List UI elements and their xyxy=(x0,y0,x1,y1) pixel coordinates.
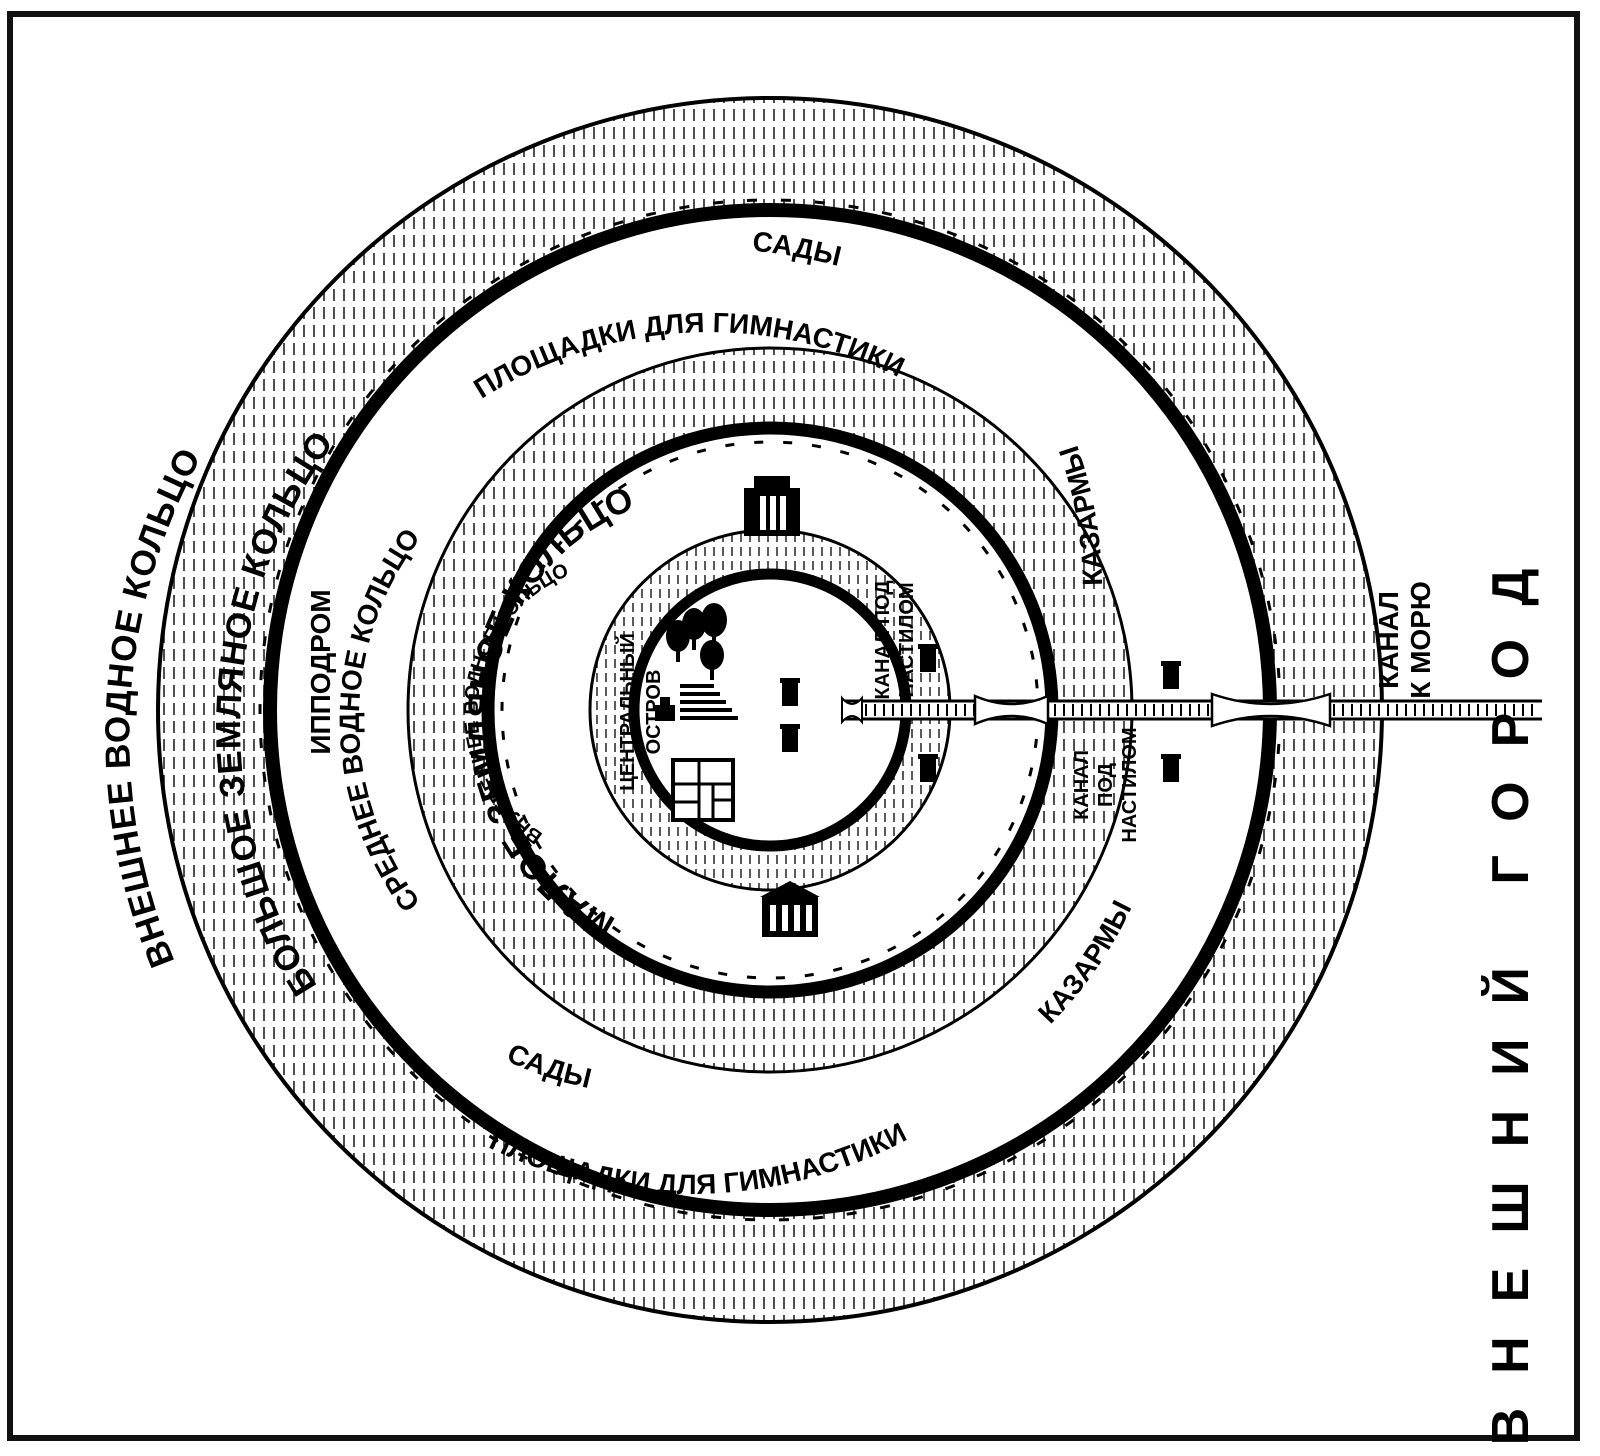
stepped-temple-icon xyxy=(655,684,738,721)
canal-to-sea xyxy=(841,692,1542,728)
svg-text:КАНАЛ: КАНАЛ xyxy=(1071,750,1093,820)
building-icon xyxy=(671,758,735,822)
svg-text:НАСТИЛОМ: НАСТИЛОМ xyxy=(896,582,918,697)
outer-city-label: ВНЕШНИЙ ГОРОД xyxy=(1481,535,1540,1446)
tower-icon xyxy=(780,644,1181,782)
svg-text:КАНАЛ ПОД: КАНАЛ ПОД xyxy=(872,580,894,699)
canal-covered-outer-label: КАНАЛ ПОД НАСТИЛОМ xyxy=(1071,727,1141,842)
temple-icon xyxy=(744,476,800,536)
canal-covered-inner-label: КАНАЛ ПОД НАСТИЛОМ xyxy=(872,580,918,699)
palace-icon xyxy=(760,881,820,937)
svg-text:ЦЕНТРАЛЬНЫЙ: ЦЕНТРАЛЬНЫЙ xyxy=(615,633,639,791)
svg-text:КАНАЛ: КАНАЛ xyxy=(1373,591,1404,689)
svg-text:ПОД: ПОД xyxy=(1095,763,1117,807)
hippodrome-label: ИППОДРОМ xyxy=(305,589,336,754)
central-island-label: ЦЕНТРАЛЬНЫЙ ОСТРОВ xyxy=(615,633,665,791)
grove-icon xyxy=(666,603,727,680)
svg-text:НАСТИЛОМ: НАСТИЛОМ xyxy=(1119,727,1141,842)
svg-text:ОСТРОВ: ОСТРОВ xyxy=(643,670,665,755)
canal-to-sea-label: КАНАЛ К МОРЮ xyxy=(1373,581,1436,699)
svg-text:К МОРЮ: К МОРЮ xyxy=(1405,581,1436,699)
